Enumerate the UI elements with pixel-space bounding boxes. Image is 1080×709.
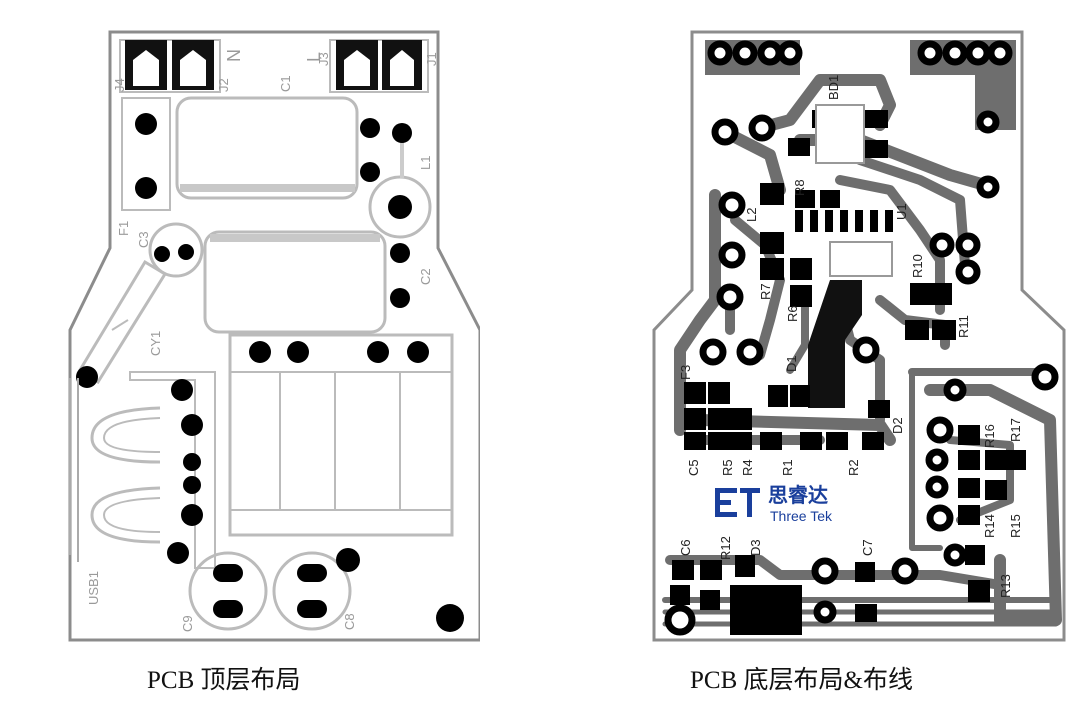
capacitor-cy1-outline <box>77 259 168 385</box>
pad <box>135 113 157 135</box>
label-r13: R13 <box>998 574 1013 598</box>
label-d2: D2 <box>890 417 905 434</box>
logo-english-text: Three Tek <box>770 508 833 524</box>
label-c3: C3 <box>136 231 151 248</box>
connector-j3-j1 <box>329 39 429 93</box>
logo-chinese-text: 思睿达 <box>768 483 828 507</box>
threetek-logo: 思睿达 Three Tek <box>715 483 833 524</box>
pad <box>297 564 327 582</box>
label-cy1: CY1 <box>148 331 163 356</box>
pad <box>154 246 170 262</box>
label-l: L <box>304 52 324 62</box>
ic-u1-outline <box>829 241 893 277</box>
label-f3: F3 <box>678 365 693 380</box>
label-r2: R2 <box>846 459 861 476</box>
bottom-layer-diagram: 思睿达 Three Tek BD1 L2 R8 U1 R10 R7 R6 R11… <box>652 30 1066 642</box>
pad <box>436 604 464 632</box>
pad <box>181 414 203 436</box>
bottom-layer-panel: 思睿达 Three Tek BD1 L2 R8 U1 R10 R7 R6 R11… <box>648 25 1068 650</box>
transformer-outline <box>228 333 454 537</box>
label-r6: R6 <box>785 305 800 322</box>
label-c8: C8 <box>342 613 357 630</box>
pad <box>249 341 271 363</box>
capacitor-c2-outline <box>203 230 387 334</box>
usb-connector-outline <box>69 371 216 569</box>
label-r1: R1 <box>780 459 795 476</box>
label-r4: R4 <box>740 459 755 476</box>
pad <box>183 453 201 471</box>
label-r5: R5 <box>720 459 735 476</box>
capacitor-c9-outline <box>188 551 268 631</box>
pad <box>360 118 380 138</box>
pad <box>178 244 194 260</box>
label-c7: C7 <box>860 539 875 556</box>
label-r15: R15 <box>1008 514 1023 538</box>
label-c6: C6 <box>678 539 693 556</box>
pad <box>407 341 429 363</box>
pad <box>171 379 193 401</box>
pad <box>213 600 243 618</box>
label-j4: J4 <box>112 78 127 92</box>
label-d3: D3 <box>748 539 763 556</box>
capacitor-c8-outline <box>272 551 352 631</box>
top-layer-diagram: J4 J2 N L J3 J1 C1 L1 F1 C3 C2 CY1 USB1 … <box>68 30 480 642</box>
pad <box>336 548 360 572</box>
label-c2: C2 <box>418 268 433 285</box>
pad <box>287 341 309 363</box>
label-j2: J2 <box>216 78 231 92</box>
pad <box>390 288 410 308</box>
label-n: N <box>224 49 244 62</box>
through-hole-pads <box>664 40 1059 636</box>
capacitor-c3-outline <box>148 222 204 278</box>
label-c1: C1 <box>278 75 293 92</box>
label-r14: R14 <box>982 514 997 538</box>
label-c9: C9 <box>180 615 195 632</box>
pad <box>213 564 243 582</box>
label-r16: R16 <box>982 424 997 448</box>
pad <box>167 542 189 564</box>
fuse-f1-outline <box>121 97 171 211</box>
caption-top-layer: PCB 顶层布局 <box>147 667 301 694</box>
capacitor-c1-outline <box>175 96 359 200</box>
label-usb1: USB1 <box>86 571 101 605</box>
et-mark-icon <box>715 488 760 517</box>
label-j3: J3 <box>316 52 331 66</box>
pad <box>297 600 327 618</box>
connector-j4-j2 <box>119 39 221 93</box>
label-r12: R12 <box>718 536 733 560</box>
label-f1: F1 <box>116 221 131 236</box>
copper-pour-switch-node <box>808 280 862 408</box>
label-d1: D1 <box>784 355 799 372</box>
caption-bottom-layer: PCB 底层布局&布线 <box>690 667 913 694</box>
label-bd1: BD1 <box>826 75 841 100</box>
label-u1: U1 <box>894 203 909 220</box>
label-l1: L1 <box>418 156 433 170</box>
pad <box>360 162 380 182</box>
pad <box>183 476 201 494</box>
label-r10: R10 <box>910 254 925 278</box>
label-c5: C5 <box>686 459 701 476</box>
pad <box>181 504 203 526</box>
label-r11: R11 <box>956 315 971 338</box>
label-j1: J1 <box>424 52 439 66</box>
label-r17: R17 <box>1008 418 1023 442</box>
pad <box>390 243 410 263</box>
label-r7: R7 <box>758 283 773 300</box>
bridge-bd1-outline <box>815 104 865 164</box>
pad <box>367 341 389 363</box>
label-l2: L2 <box>744 208 759 222</box>
pad <box>392 123 412 143</box>
top-layer-panel: J4 J2 N L J3 J1 C1 L1 F1 C3 C2 CY1 USB1 … <box>60 25 480 650</box>
pad <box>76 366 98 388</box>
pad <box>388 195 412 219</box>
label-r8: R8 <box>792 179 807 196</box>
pad <box>135 177 157 199</box>
